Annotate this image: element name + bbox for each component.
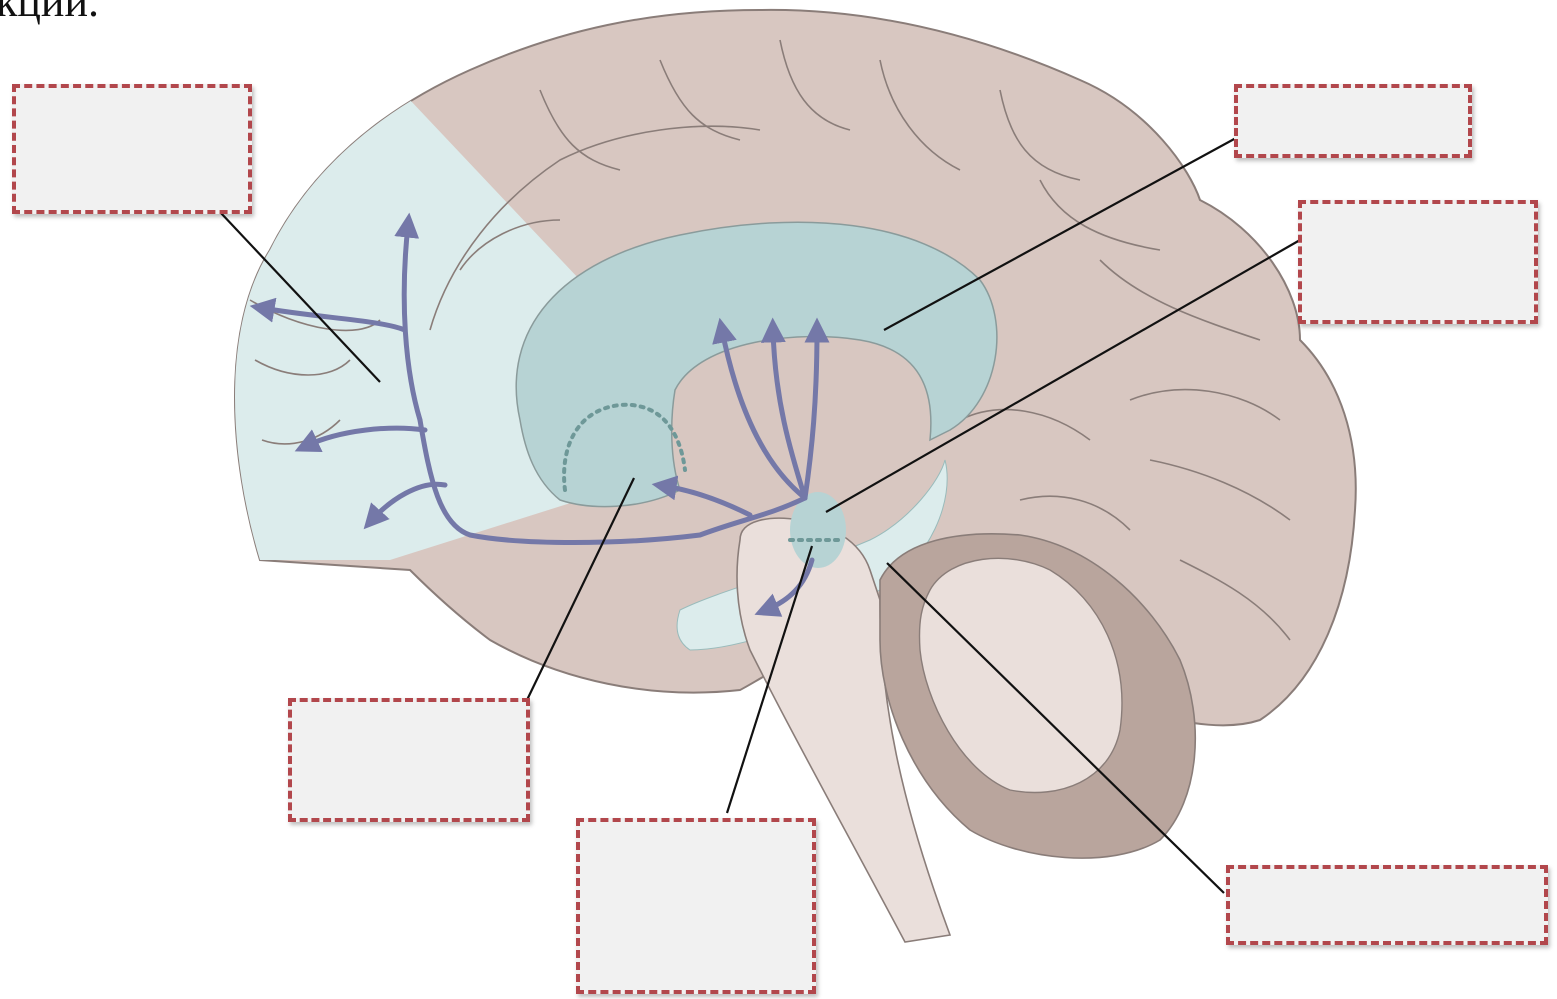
label-box-nucleus-accumbens[interactable] <box>288 698 530 822</box>
label-box-substantia[interactable] <box>576 818 816 994</box>
label-box-vta[interactable] <box>1298 200 1538 324</box>
label-box-prefrontal[interactable] <box>12 84 252 214</box>
label-box-cingulate[interactable] <box>1234 84 1472 158</box>
label-box-hippocampus[interactable] <box>1226 865 1548 945</box>
